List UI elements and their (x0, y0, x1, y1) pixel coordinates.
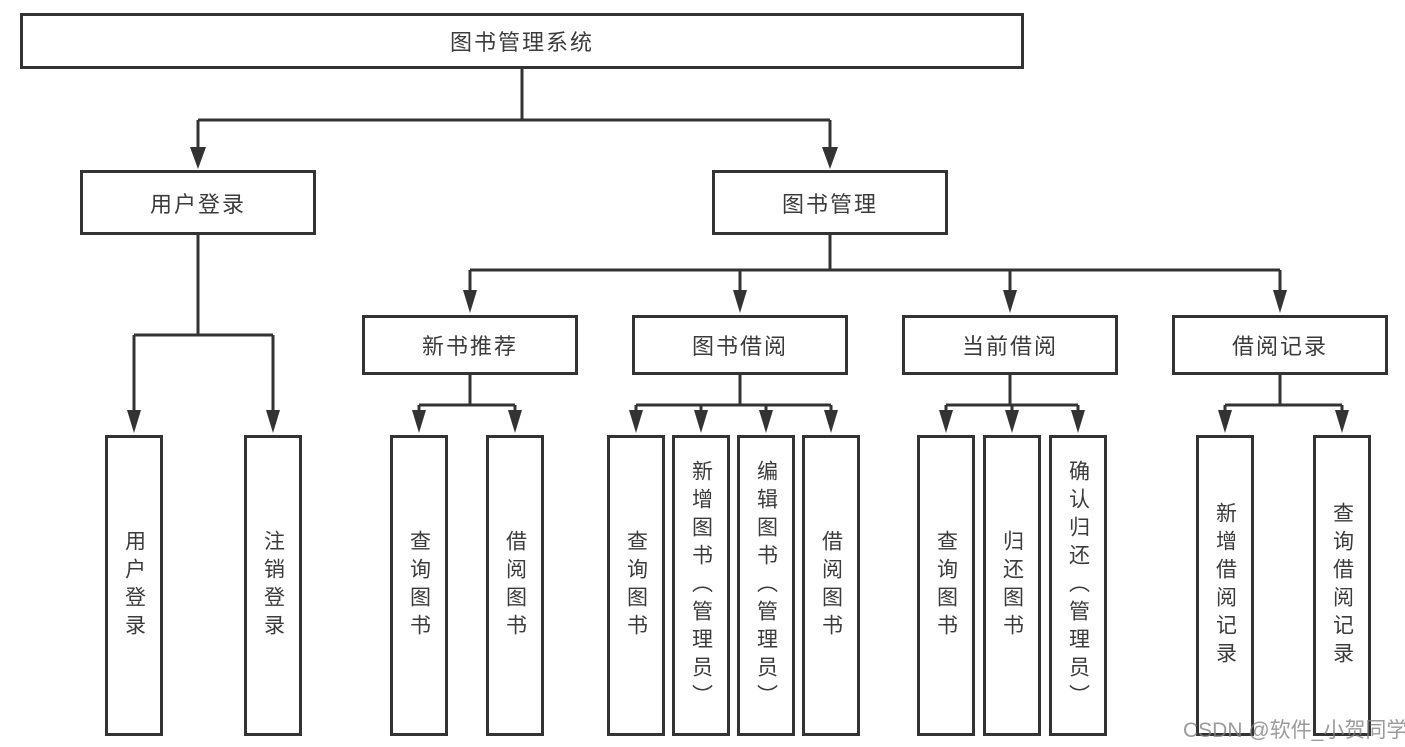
node-label: 编辑图书（管理员） (754, 459, 778, 712)
node-new-book-recommendation: 新书推荐 (362, 315, 578, 375)
node-label: 新书推荐 (421, 334, 518, 359)
node-label: 注销登录 (261, 529, 285, 642)
node-book-management: 图书管理 (712, 170, 948, 235)
node-query-books-recommend: 查询图书 (390, 435, 448, 736)
node-add-borrow-record: 新增借阅记录 (1196, 435, 1254, 736)
node-label: 用户登录 (122, 529, 146, 642)
node-label: 查询借阅记录 (1330, 501, 1354, 670)
node-borrow-books-recommend: 借阅图书 (486, 435, 544, 736)
node-label: 图书管理系统 (449, 30, 594, 55)
node-label: 借阅图书 (503, 529, 527, 642)
node-label: 借阅记录 (1231, 334, 1328, 359)
node-label: 新增图书（管理员） (689, 459, 713, 712)
node-query-books-current: 查询图书 (917, 435, 975, 736)
node-label: 查询图书 (934, 529, 958, 642)
node-return-books: 归还图书 (983, 435, 1041, 736)
node-current-borrowing: 当前借阅 (902, 315, 1118, 375)
node-label: 图书管理 (781, 191, 878, 217)
node-query-borrow-record: 查询借阅记录 (1313, 435, 1371, 736)
node-library-management-system: 图书管理系统 (20, 13, 1024, 69)
watermark: CSDN @软件_小贺同学 (1183, 719, 1405, 742)
connector-strokes (132, 69, 1344, 414)
node-book-borrowing: 图书借阅 (632, 315, 848, 375)
node-query-books-borrowing: 查询图书 (607, 435, 665, 736)
node-label: 当前借阅 (961, 334, 1058, 359)
node-label: 查询图书 (407, 529, 431, 642)
node-edit-books-admin: 编辑图书（管理员） (737, 435, 795, 736)
node-label: 新增借阅记录 (1213, 501, 1237, 670)
node-user-login: 用户登录 (80, 170, 316, 235)
node-label: 查询图书 (624, 529, 648, 642)
node-label: 用户登录 (149, 191, 246, 217)
node-label: 归还图书 (1000, 529, 1024, 642)
node-logout-leaf: 注销登录 (244, 435, 302, 736)
arrowheads (127, 147, 1349, 433)
node-label: 借阅图书 (819, 529, 843, 642)
node-borrow-books-leaf: 借阅图书 (802, 435, 860, 736)
node-borrowing-records: 借阅记录 (1172, 315, 1388, 375)
node-label: 确认归还（管理员） (1066, 459, 1090, 712)
node-user-login-leaf: 用户登录 (105, 435, 163, 736)
node-label: 图书借阅 (691, 334, 788, 359)
node-add-books-admin: 新增图书（管理员） (672, 435, 730, 736)
node-confirm-return-admin: 确认归还（管理员） (1049, 435, 1107, 736)
